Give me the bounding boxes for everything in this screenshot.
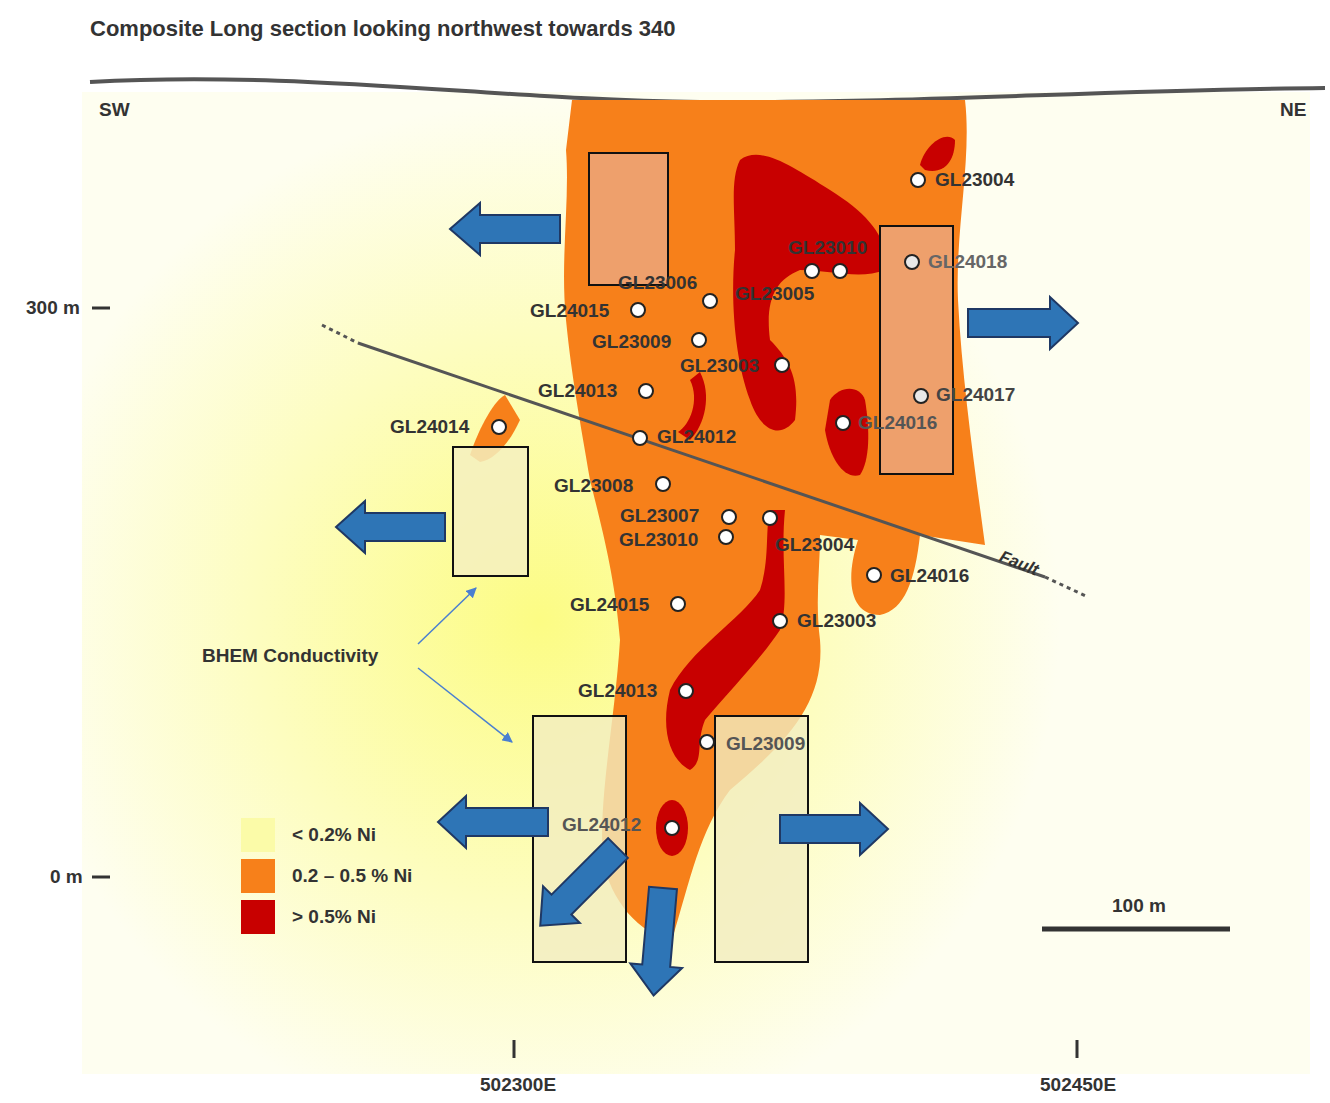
map-label: GL23004: [775, 534, 854, 556]
map-label: GL23010: [619, 529, 698, 551]
legend-swatch: [241, 818, 275, 852]
map-label: GL23004: [935, 169, 1014, 191]
map-label: GL24015: [530, 300, 609, 322]
map-label: 502300E: [480, 1074, 556, 1096]
map-label: GL23008: [554, 475, 633, 497]
map-label: GL24012: [657, 426, 736, 448]
legend-swatch: [241, 859, 275, 893]
map-label: GL24012: [562, 814, 641, 836]
map-label: GL24016: [890, 565, 969, 587]
map-label: GL23009: [592, 331, 671, 353]
map-label: 0 m: [50, 866, 83, 888]
map-label: GL24015: [570, 594, 649, 616]
map-label: GL24016: [858, 412, 937, 434]
legend-text: < 0.2% Ni: [292, 824, 376, 846]
map-label: GL24017: [936, 384, 1015, 406]
legend-text: > 0.5% Ni: [292, 906, 376, 928]
map-label: 100 m: [1112, 895, 1166, 917]
map-label: GL23003: [797, 610, 876, 632]
map-label: 502450E: [1040, 1074, 1116, 1096]
map-label: SW: [99, 99, 130, 121]
map-label: GL24014: [390, 416, 469, 438]
map-label: GL24018: [928, 251, 1007, 273]
map-label: GL23010: [788, 237, 867, 259]
map-label: GL24013: [538, 380, 617, 402]
map-label: 300 m: [26, 297, 80, 319]
map-label: GL24013: [578, 680, 657, 702]
map-label: GL23005: [735, 283, 814, 305]
legend-swatch: [241, 900, 275, 934]
map-label: GL23009: [726, 733, 805, 755]
map-label: BHEM Conductivity: [202, 645, 378, 667]
map-label: GL23003: [680, 355, 759, 377]
legend-text: 0.2 – 0.5 % Ni: [292, 865, 412, 887]
map-label: GL23006: [618, 272, 697, 294]
diagram-title: Composite Long section looking northwest…: [90, 16, 676, 42]
map-label: NE: [1280, 99, 1306, 121]
map-label: GL23007: [620, 505, 699, 527]
